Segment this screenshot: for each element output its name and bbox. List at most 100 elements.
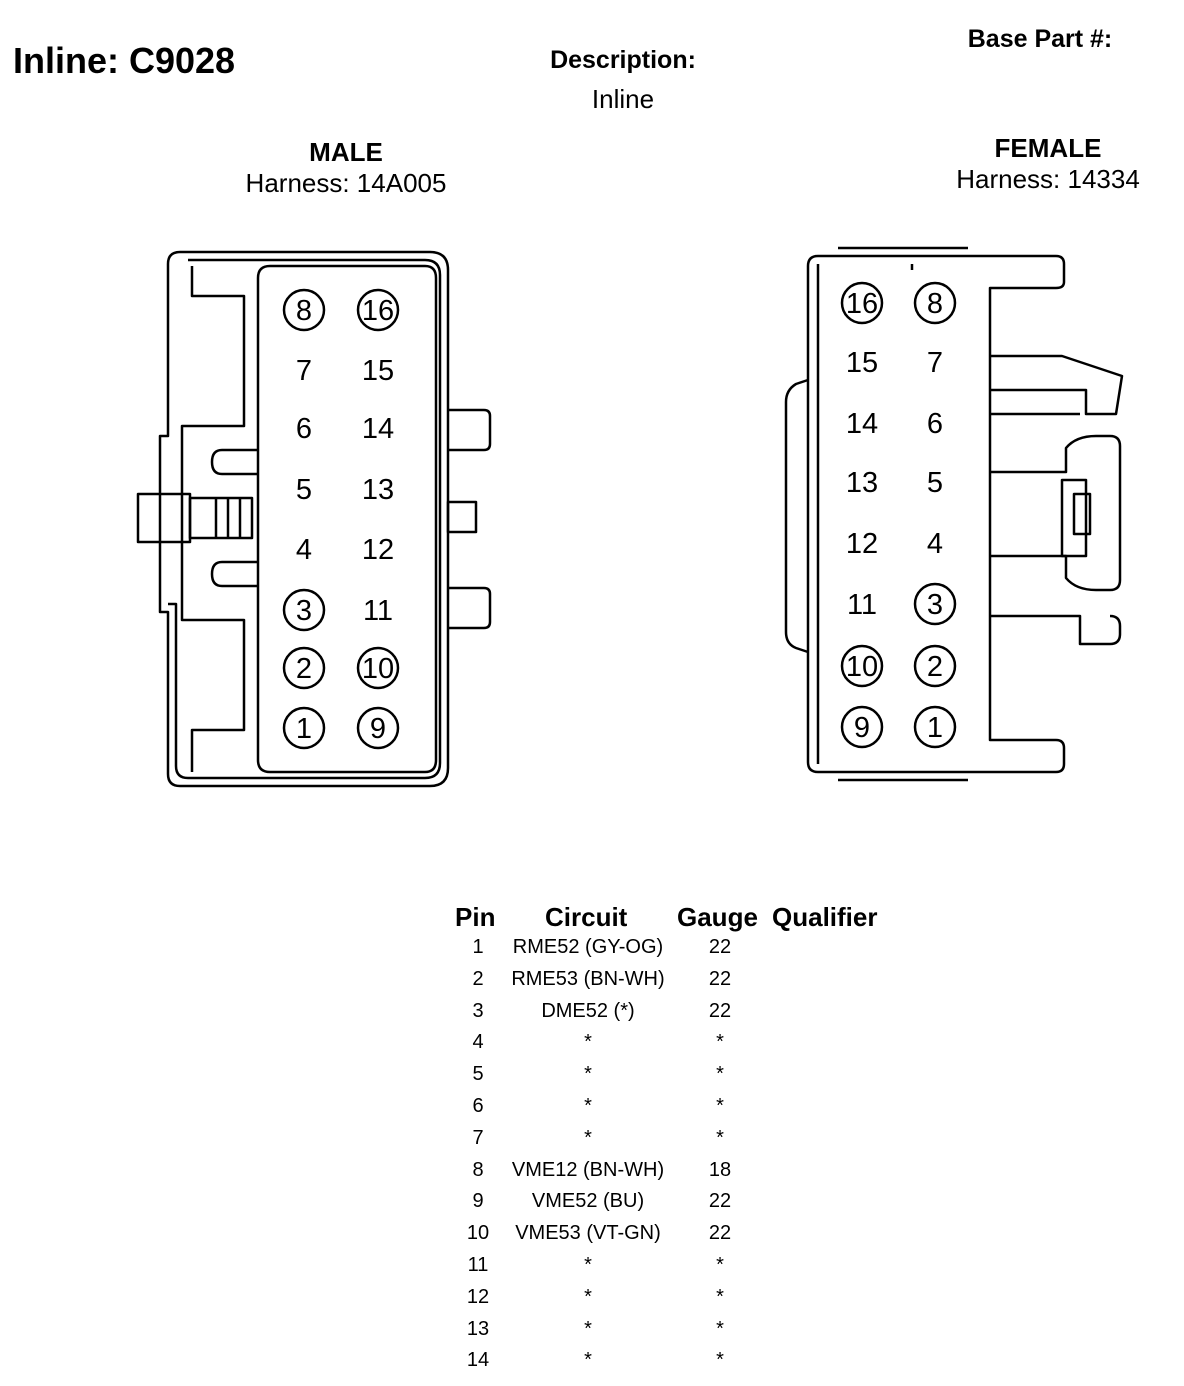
circuit-cell: * (584, 1349, 592, 1372)
female-connector-housing (784, 246, 1124, 782)
pin-cell: 2 (472, 967, 484, 990)
circuit-cell: DME52 (*) (541, 999, 635, 1022)
pin-number: 5 (296, 474, 312, 506)
pin-circle (356, 646, 400, 690)
base-part-label: Base Part #: (967, 25, 1113, 53)
pin-number: 9 (854, 712, 870, 744)
gauge-cell: * (716, 1095, 724, 1117)
table-header-qualifier: Qualifier (772, 902, 878, 932)
pin-number: 12 (362, 534, 394, 566)
pin-number: 4 (927, 528, 943, 560)
pin-number: 6 (927, 408, 943, 440)
circuit-cell: * (584, 1254, 592, 1276)
pin-circle (913, 281, 957, 325)
pin-number: 15 (362, 355, 394, 387)
pin-number: 16 (846, 288, 878, 320)
circuit-cell: VME52 (BU) (531, 1190, 645, 1213)
pin-number: 4 (296, 534, 312, 566)
circuit-cell: * (584, 1317, 592, 1340)
pin-number: 14 (846, 408, 878, 440)
pin-cell: 1 (472, 936, 484, 958)
circuit-cell: * (584, 1031, 592, 1054)
pin-cell: 9 (472, 1190, 484, 1213)
pin-circle (356, 706, 400, 750)
male-label: MALE (309, 137, 383, 167)
pin-circle (913, 705, 957, 749)
circuit-cell: VME53 (VT-GN) (515, 1222, 661, 1245)
pin-circle (913, 582, 957, 626)
pin-number: 8 (927, 288, 943, 320)
pin-circle (282, 706, 326, 750)
description-value: Inline (591, 84, 655, 114)
gauge-cell: * (716, 1031, 724, 1054)
pin-cell: 7 (472, 1126, 484, 1149)
pin-number: 12 (846, 528, 878, 560)
circuit-cell: RME52 (GY-OG) (512, 936, 664, 958)
pin-number: 2 (927, 651, 943, 683)
pin-number: 6 (296, 413, 312, 445)
circuit-cell: RME53 (BN-WH) (511, 967, 665, 990)
pin-number: 7 (296, 355, 312, 387)
pin-circle (282, 588, 326, 632)
pin-number: 15 (846, 347, 878, 379)
pin-cell: 11 (467, 1254, 489, 1276)
pin-circle (282, 646, 326, 690)
pin-circle (356, 288, 400, 332)
pin-number: 1 (296, 713, 312, 745)
pin-number: 7 (927, 347, 943, 379)
connector-title: Inline: C9028 (13, 40, 236, 81)
pin-number: 14 (362, 413, 394, 445)
pin-cell: 4 (472, 1031, 484, 1054)
gauge-cell: * (716, 1126, 724, 1149)
circuit-cell: * (584, 1285, 592, 1308)
male-connector-housing (136, 250, 492, 788)
gauge-cell: * (716, 1349, 724, 1372)
pin-cell: 10 (466, 1222, 490, 1245)
pin-number: 1 (927, 712, 943, 744)
pin-number: 16 (362, 295, 394, 327)
pin-number: 13 (362, 474, 394, 506)
description-label: Description: (550, 46, 696, 74)
pin-cell: 3 (472, 999, 484, 1022)
pin-cell: 13 (466, 1317, 490, 1340)
pin-number: 13 (846, 467, 878, 499)
pin-circle (913, 644, 957, 688)
gauge-cell: * (716, 1063, 724, 1086)
gauge-cell: * (716, 1317, 724, 1340)
gauge-cell: 22 (708, 1222, 732, 1245)
gauge-cell: 18 (708, 1158, 732, 1181)
circuit-cell: * (584, 1063, 592, 1086)
pin-number: 10 (846, 651, 878, 683)
pin-number: 8 (296, 295, 312, 327)
pin-circle (282, 288, 326, 332)
gauge-cell: * (716, 1285, 724, 1308)
circuit-cell: VME12 (BN-WH) (511, 1158, 665, 1181)
table-header-circuit: Circuit (545, 902, 628, 932)
pin-number: 3 (296, 595, 312, 627)
female-harness: Harness: 14334 (956, 164, 1140, 194)
circuit-cell: * (584, 1126, 592, 1149)
table-header-pin: Pin (455, 902, 496, 932)
gauge-cell: 22 (708, 967, 732, 990)
table-header-gauge: Gauge (677, 902, 758, 932)
pin-cell: 8 (472, 1158, 484, 1181)
pin-circle (840, 705, 884, 749)
circuit-cell: * (584, 1095, 592, 1117)
pin-cell: 12 (466, 1285, 490, 1308)
female-label: FEMALE (994, 133, 1102, 163)
pin-cell: 14 (466, 1349, 490, 1372)
pin-number: 3 (927, 589, 943, 621)
pin-number: 5 (927, 467, 943, 499)
gauge-cell: 22 (708, 999, 732, 1022)
pin-circle (840, 644, 884, 688)
pin-circle (840, 281, 884, 325)
pin-number: 2 (296, 653, 312, 685)
gauge-cell: * (716, 1254, 724, 1276)
pin-number: 11 (363, 595, 393, 627)
pin-cell: 6 (472, 1095, 484, 1117)
male-harness: Harness: 14A005 (245, 168, 447, 198)
gauge-cell: 22 (708, 936, 732, 958)
